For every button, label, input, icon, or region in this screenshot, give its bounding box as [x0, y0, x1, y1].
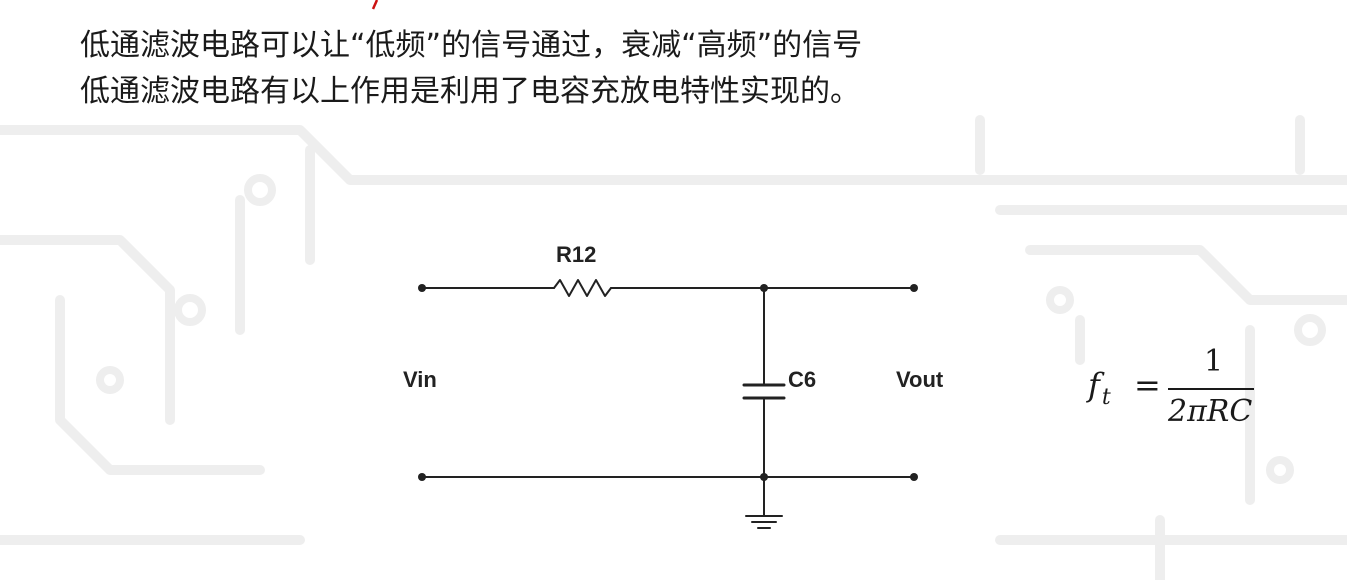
formula-f: f [1088, 366, 1100, 404]
formula-numerator: 1 [1204, 344, 1224, 379]
resistor-symbol [553, 279, 612, 297]
vout-top-terminal [910, 284, 918, 292]
formula-subscript: t [1101, 385, 1111, 410]
vout-bottom-terminal [910, 473, 918, 481]
accent-mark [371, 0, 379, 10]
description-line-1: 低通滤波电路可以让“低频”的信号通过，衰减“高频”的信号 [80, 28, 863, 63]
resistor-label: R12 [556, 242, 596, 267]
output-label: Vout [896, 367, 944, 392]
formula-lhs: ft [1088, 366, 1111, 410]
input-label: Vin [403, 367, 437, 392]
vin-bottom-terminal [418, 473, 426, 481]
cutoff-frequency-formula: ft = 1 2πRC [1086, 344, 1266, 434]
top-junction [760, 284, 768, 292]
capacitor-label: C6 [788, 367, 816, 392]
vin-top-terminal [418, 284, 426, 292]
description-line-2: 低通滤波电路有以上作用是利用了电容充放电特性实现的。 [80, 74, 860, 109]
formula-fraction-bar [1168, 388, 1254, 390]
formula-equals: = [1134, 366, 1161, 404]
formula-denominator: 2πRC [1168, 394, 1253, 429]
bottom-junction [760, 473, 768, 481]
